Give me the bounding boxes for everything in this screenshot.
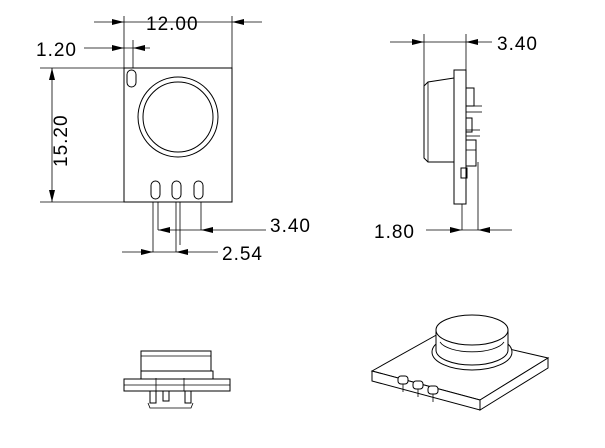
- side-component-3: [465, 139, 477, 167]
- edge-dome: [140, 350, 212, 372]
- mounting-hole: [126, 69, 137, 88]
- dim-width: 12.00: [94, 14, 262, 68]
- edge-view: [123, 350, 231, 409]
- dim-side-depth: 3.40: [390, 34, 538, 86]
- iso-pin-1: [397, 375, 409, 385]
- side-view: [423, 69, 482, 230]
- dim-pin-length: 3.40: [158, 216, 311, 237]
- iso-board-side: [479, 357, 549, 411]
- edge-base: [140, 370, 214, 380]
- front-view: [123, 67, 233, 252]
- dim-height-label: 15.20: [51, 114, 72, 167]
- dim-pin-offset: 1.20: [36, 40, 150, 68]
- side-component-2: [465, 117, 473, 133]
- iso-pin-3: [427, 385, 439, 395]
- dim-pin-pitch: 2.54: [122, 244, 263, 265]
- dim-side-depth-label: 3.40: [497, 34, 538, 55]
- iso-dome-top: [435, 314, 509, 346]
- iso-pin-2: [412, 380, 424, 390]
- pin-1: [150, 180, 161, 200]
- dim-board-thickness-label: 1.80: [374, 222, 415, 243]
- dim-pin-pitch-label: 2.54: [222, 244, 263, 265]
- edge-pin-1: [149, 390, 157, 404]
- dim-board-thickness: 1.80: [374, 222, 512, 243]
- side-board: [453, 69, 467, 205]
- outer-circle: [137, 76, 219, 158]
- pin-3: [193, 180, 204, 200]
- pin-2: [171, 180, 182, 200]
- dim-pin-offset-label: 1.20: [36, 40, 77, 61]
- edge-pin-3: [184, 390, 192, 404]
- dim-pin-length-label: 3.40: [270, 216, 311, 237]
- dim-width-label: 12.00: [146, 14, 199, 35]
- isometric-view: [370, 314, 550, 411]
- side-pad: [460, 167, 468, 179]
- side-component-1: [465, 87, 475, 107]
- edge-pin-2: [162, 390, 170, 402]
- side-dome: [423, 77, 455, 163]
- front-body-outline: [123, 67, 233, 203]
- inner-circle: [142, 81, 214, 153]
- dim-height: 15.20: [40, 67, 124, 203]
